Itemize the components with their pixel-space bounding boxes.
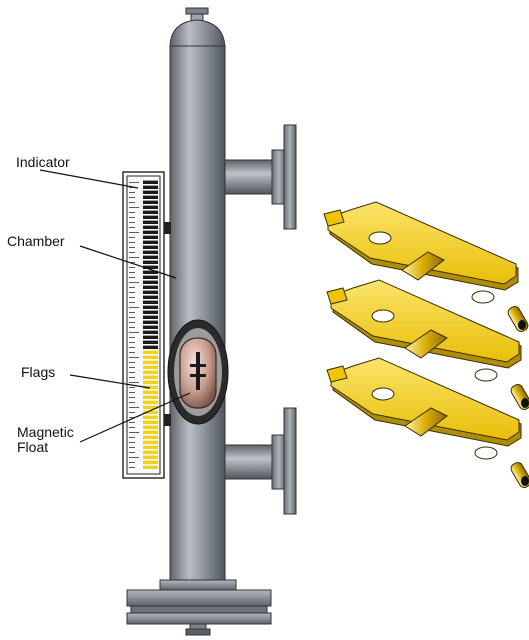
flag-black <box>143 235 158 239</box>
indicator-label: Indicator <box>16 154 70 170</box>
flag-yellow <box>143 440 158 444</box>
flag-black <box>143 325 158 329</box>
flag-yellow <box>143 445 158 449</box>
flag-black <box>143 270 158 274</box>
flag-plates <box>323 201 529 488</box>
flag-black <box>143 290 158 294</box>
flag-yellow <box>143 380 158 384</box>
flag-yellow <box>143 390 158 394</box>
flag-black <box>143 275 158 279</box>
flag-yellow <box>143 385 158 389</box>
flag-black <box>143 335 158 339</box>
flag-black <box>143 260 158 264</box>
flag-black <box>143 250 158 254</box>
indicator-clip-bottom <box>162 414 171 426</box>
indicator-clip-top <box>162 222 171 234</box>
top-cap <box>169 7 226 49</box>
flag-yellow <box>143 360 158 364</box>
flag-black <box>143 205 158 209</box>
flag-black <box>143 330 158 334</box>
lower-side-flange <box>224 407 297 515</box>
flag-black <box>143 300 158 304</box>
flag-yellow <box>143 425 158 429</box>
flag-yellow <box>143 355 158 359</box>
chamber-leader <box>79 245 177 279</box>
flag-yellow <box>143 430 158 434</box>
flag-black <box>143 310 158 314</box>
flag-black <box>143 180 158 184</box>
flag-black <box>143 220 158 224</box>
flag-black <box>143 210 158 214</box>
flag-yellow <box>143 400 158 404</box>
flag-black <box>143 245 158 249</box>
scale-flags <box>143 180 158 469</box>
flag-yellow <box>143 455 158 459</box>
flag-black <box>143 305 158 309</box>
flag-yellow <box>143 415 158 419</box>
flags-leader <box>69 374 151 389</box>
flag-black <box>143 340 158 344</box>
magnetic-float <box>167 319 229 425</box>
flag-yellow <box>143 460 158 464</box>
scale-ticks <box>129 182 139 468</box>
flag-plate <box>326 357 529 488</box>
flag-yellow <box>143 410 158 414</box>
chamber-label: Chamber <box>7 233 65 249</box>
flag-plate <box>326 279 529 410</box>
flag-black <box>143 230 158 234</box>
flag-yellow <box>143 365 158 369</box>
flag-yellow <box>143 405 158 409</box>
float-label: Float <box>17 439 48 455</box>
upper-side-flange <box>224 124 297 230</box>
magnetic-float-leader <box>79 392 191 443</box>
flag-black <box>143 255 158 259</box>
leader-lines <box>39 169 191 443</box>
flag-black <box>143 345 158 349</box>
flags-label: Flags <box>21 364 55 380</box>
flag-black <box>143 195 158 199</box>
flag-black <box>143 190 158 194</box>
flag-black <box>143 185 158 189</box>
flag-yellow <box>143 435 158 439</box>
chamber-pipe <box>169 45 226 585</box>
bottom-base <box>126 579 272 636</box>
flag-yellow <box>143 375 158 379</box>
flag-black <box>143 315 158 319</box>
flag-plate <box>323 201 529 332</box>
flag-yellow <box>143 450 158 454</box>
flag-yellow <box>143 465 158 469</box>
flag-black <box>143 225 158 229</box>
flag-black <box>143 200 158 204</box>
flag-black <box>143 320 158 324</box>
indicator-scale <box>122 171 165 479</box>
flag-yellow <box>143 420 158 424</box>
flag-black <box>143 265 158 269</box>
flag-black <box>143 285 158 289</box>
flag-yellow <box>143 350 158 354</box>
flag-black <box>143 215 158 219</box>
flag-black <box>143 240 158 244</box>
flag-black <box>143 295 158 299</box>
indicator-leader <box>39 169 139 189</box>
flag-black <box>143 280 158 284</box>
flag-yellow <box>143 395 158 399</box>
flag-yellow <box>143 370 158 374</box>
magnetic-label: Magnetic <box>17 424 74 440</box>
